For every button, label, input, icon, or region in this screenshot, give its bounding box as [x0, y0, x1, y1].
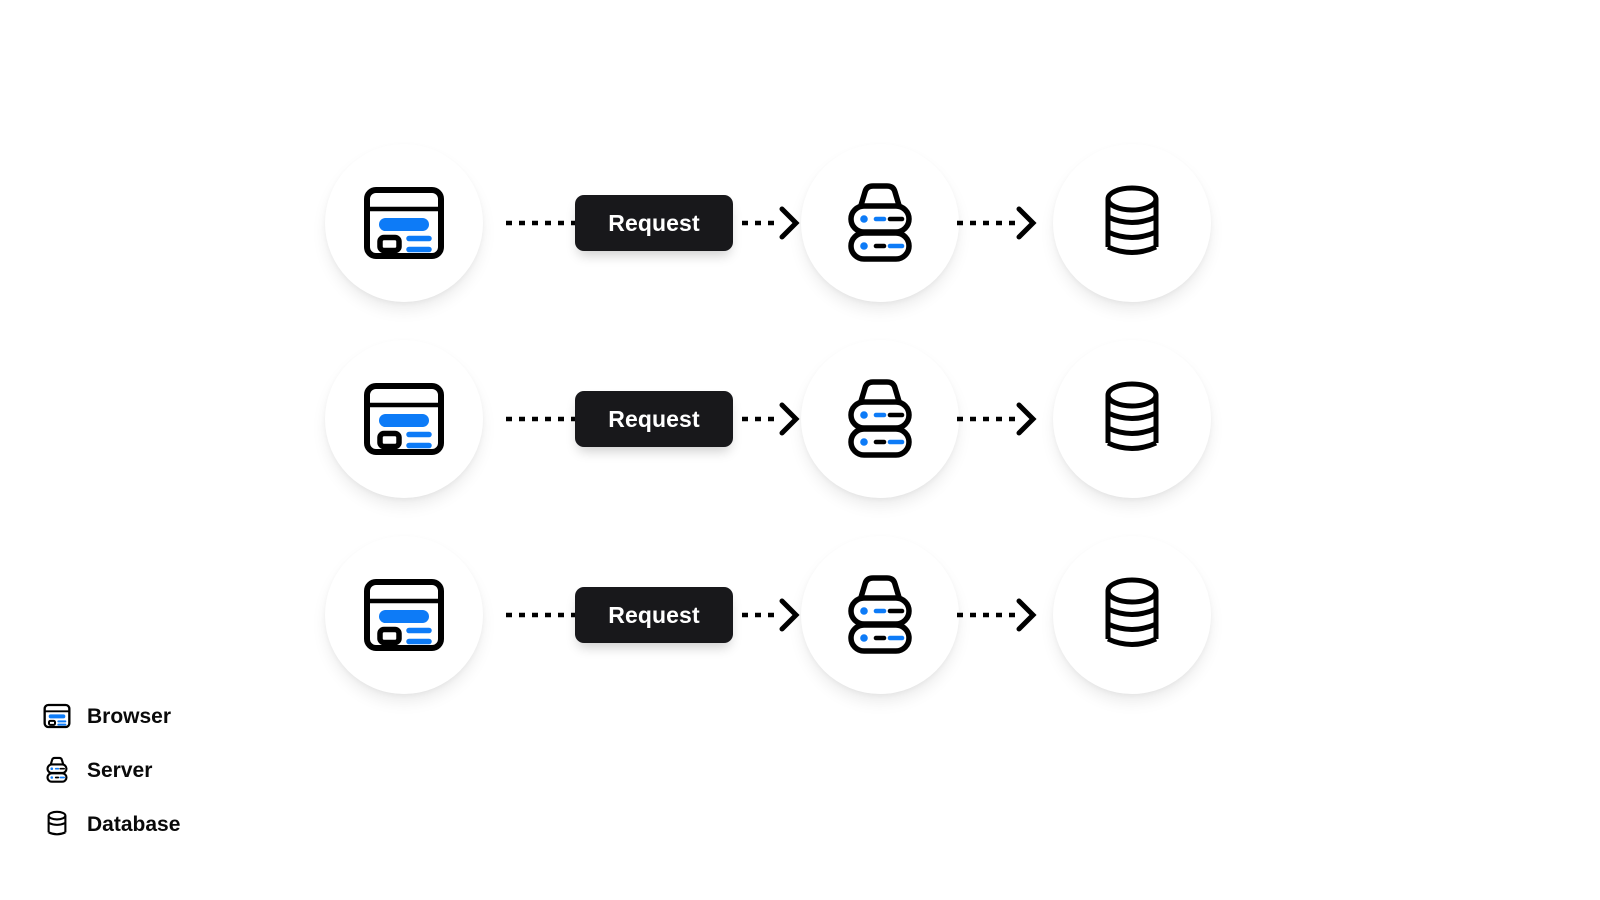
connector-browser-to-badge — [504, 201, 584, 245]
database-icon — [41, 808, 73, 840]
legend-item-server: Server — [41, 754, 180, 786]
browser-node[interactable] — [325, 340, 483, 498]
legend-label-browser: Browser — [87, 704, 172, 728]
connector-browser-to-badge — [504, 593, 584, 637]
browser-icon — [359, 178, 449, 268]
request-badge[interactable]: Request — [575, 587, 733, 643]
server-icon — [834, 373, 926, 465]
connector-badge-to-server — [740, 397, 802, 441]
flow-row: Request — [0, 536, 1600, 736]
connector-server-to-database — [955, 201, 1041, 245]
database-icon — [1089, 180, 1175, 266]
connector-server-to-database — [955, 593, 1041, 637]
server-icon — [834, 569, 926, 661]
database-icon — [1089, 572, 1175, 658]
connector-server-to-database — [955, 397, 1041, 441]
server-node[interactable] — [801, 340, 959, 498]
browser-icon — [359, 570, 449, 660]
browser-node[interactable] — [325, 536, 483, 694]
connector-badge-to-server — [740, 593, 802, 637]
legend-item-browser: Browser — [41, 700, 180, 732]
request-badge-label: Request — [608, 405, 700, 432]
server-node[interactable] — [801, 536, 959, 694]
server-icon — [41, 754, 73, 786]
database-node[interactable] — [1053, 144, 1211, 302]
legend: Browser Server — [41, 700, 180, 840]
database-node[interactable] — [1053, 536, 1211, 694]
legend-item-database: Database — [41, 808, 180, 840]
browser-icon — [41, 700, 73, 732]
connector-browser-to-badge — [504, 397, 584, 441]
connector-badge-to-server — [740, 201, 802, 245]
request-badge[interactable]: Request — [575, 195, 733, 251]
legend-label-server: Server — [87, 758, 153, 782]
browser-node[interactable] — [325, 144, 483, 302]
server-icon — [834, 177, 926, 269]
database-node[interactable] — [1053, 340, 1211, 498]
request-badge-label: Request — [608, 601, 700, 628]
flow-row: Request — [0, 340, 1600, 540]
server-node[interactable] — [801, 144, 959, 302]
flow-row: Request — [0, 144, 1600, 344]
request-badge[interactable]: Request — [575, 391, 733, 447]
browser-icon — [359, 374, 449, 464]
request-badge-label: Request — [608, 209, 700, 236]
database-icon — [1089, 376, 1175, 462]
legend-label-database: Database — [87, 812, 181, 836]
